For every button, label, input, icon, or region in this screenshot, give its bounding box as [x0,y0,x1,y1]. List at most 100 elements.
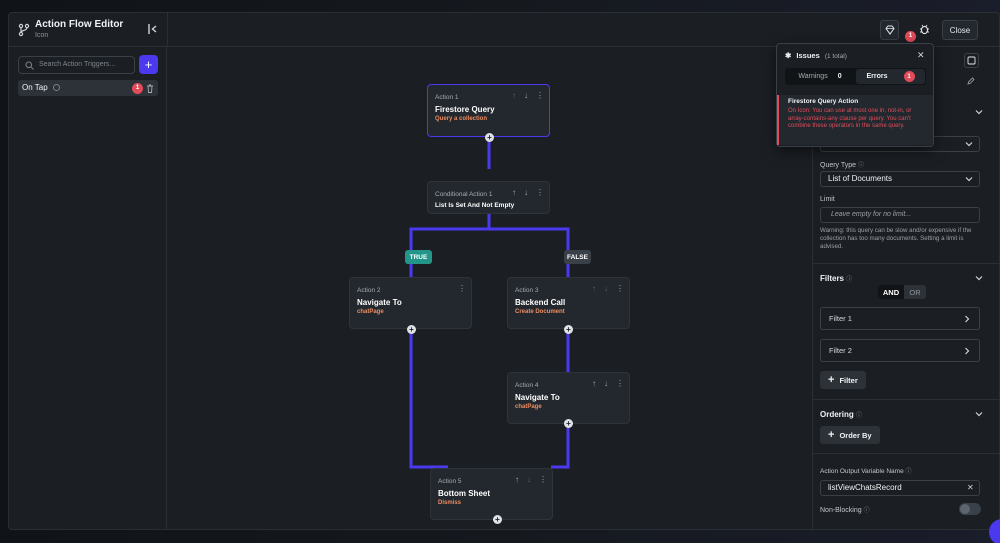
output-var-value: listViewChatsRecord [828,483,902,492]
output-var-label-text: Action Output Variable Name [820,468,904,475]
node-sub: Query a collection [435,116,488,122]
issues-popover: ✱ Issues (1 total) ✕ Warnings 0 Errors 1… [776,43,934,147]
node-name: Firestore Query [435,105,495,114]
info-icon: ⓘ [863,508,870,514]
trash-icon[interactable] [146,84,154,93]
issues-toggle[interactable]: 1 [905,24,929,42]
issues-header: ✱ Issues (1 total) [785,51,847,60]
node-label: Action 2 [357,287,381,294]
add-action-plus[interactable]: + [564,419,573,428]
query-type-select[interactable]: List of Documents [820,171,980,187]
chevron-down-icon [965,177,973,182]
arrow-down-icon[interactable]: ↓ [604,379,608,388]
error-item[interactable]: Firestore Query Action On Icon: You can … [777,95,933,145]
filter-row-1[interactable]: Filter 1 [820,307,980,330]
tab-errors[interactable]: Errors 1 [856,69,925,84]
arrow-down-icon[interactable]: ↓ [524,91,528,100]
toggle-knob [960,504,970,514]
more-vert-icon[interactable]: ⋮ [616,284,624,293]
non-blocking-label: Non-Blocking ⓘ [820,505,870,514]
add-filter-button[interactable]: + Filter [820,371,866,389]
chevron-down-icon[interactable] [975,108,983,116]
chevron-right-icon [965,347,970,355]
conditional-node-1[interactable]: Conditional Action 1 List Is Set And Not… [427,181,550,214]
search-triggers-input[interactable]: Search Action Triggers... [18,56,135,74]
issues-title: Issues [796,51,820,60]
action-node-4[interactable]: Action 4 Navigate To chatPage ↑ ↓ ⋮ [507,372,630,424]
node-label: Action 3 [515,287,539,294]
help-fab-button[interactable] [989,519,1000,543]
divider [813,399,999,400]
node-label: Action 1 [435,94,459,101]
arrow-up-icon[interactable]: ↑ [592,379,596,388]
doc-settings-button[interactable] [964,53,979,68]
node-name: List Is Set And Not Empty [435,202,515,209]
collapse-panel-icon[interactable] [147,23,159,35]
flow-canvas[interactable]: TRUE FALSE Action 1 Firestore Query Quer… [168,47,812,529]
node-label: Conditional Action 1 [435,191,493,198]
dialog-title: Action Flow Editor [35,19,124,30]
plus-icon: + [828,374,835,386]
filters-heading: Filters ⓘ [820,274,852,283]
more-vert-icon[interactable]: ⋮ [536,91,544,100]
search-placeholder: Search Action Triggers... [39,61,116,68]
arrow-up-icon: ↑ [592,284,596,293]
arrow-up-icon[interactable]: ↑ [512,188,516,197]
trigger-item-on-tap[interactable]: On Tap 1 [18,80,158,96]
close-button[interactable]: Close [942,20,978,40]
close-icon[interactable]: ✕ [967,483,974,492]
and-toggle[interactable]: AND [878,285,904,299]
gem-button[interactable] [880,20,899,40]
false-branch-label: FALSE [564,250,591,264]
tab-errors-label: Errors [866,73,888,80]
action-properties-panel: Query Type ⓘ List of Documents Limit Lea… [812,47,999,529]
chevron-down-icon [965,142,973,147]
node-name: Bottom Sheet [438,489,490,498]
order-by-button[interactable]: + Order By [820,426,880,444]
query-type-label: Query Type ⓘ [820,160,864,169]
action-node-5[interactable]: Action 5 Bottom Sheet Dismiss ↑ ↓ ⋮ [430,468,553,520]
chevron-down-icon[interactable] [975,410,983,418]
add-action-plus[interactable]: + [407,325,416,334]
chevron-down-icon[interactable] [975,274,983,282]
warnings-count: 0 [837,73,842,80]
output-var-input[interactable]: listViewChatsRecord ✕ [820,480,980,496]
order-by-label: Order By [839,430,872,440]
action-node-3[interactable]: Action 3 Backend Call Create Document ↑ … [507,277,630,329]
add-action-plus[interactable]: + [493,515,502,524]
arrow-up-icon[interactable]: ↑ [515,475,519,484]
add-action-plus[interactable]: + [485,133,494,142]
add-action-plus[interactable]: + [564,325,573,334]
action-node-2[interactable]: Action 2 Navigate To chatPage ⋮ [349,277,472,329]
issues-tabs: Warnings 0 Errors 1 [785,68,926,85]
node-sub: Dismiss [438,500,462,506]
node-name: Navigate To [515,393,560,402]
limit-warning: Warning: this query can be slow and/or e… [820,227,972,250]
more-vert-icon[interactable]: ⋮ [539,475,547,484]
edit-icon[interactable] [967,77,975,85]
arrow-up-icon: ↑ [512,91,516,100]
node-label: Action 4 [515,382,539,389]
non-blocking-toggle[interactable] [959,503,981,515]
info-icon: ⓘ [905,469,912,475]
more-vert-icon[interactable]: ⋮ [616,379,624,388]
more-vert-icon[interactable]: ⋮ [536,188,544,197]
or-toggle[interactable]: OR [904,285,926,299]
tab-warnings[interactable]: Warnings 0 [785,68,855,85]
query-type-label-text: Query Type [820,162,857,169]
action-node-1[interactable]: Action 1 Firestore Query Query a collect… [427,84,550,137]
filter-row-2[interactable]: Filter 2 [820,339,980,362]
node-name: Navigate To [357,298,402,307]
more-vert-icon[interactable]: ⋮ [458,284,466,293]
non-blocking-label-text: Non-Blocking [820,507,862,514]
arrow-down-icon[interactable]: ↓ [524,188,528,197]
node-sub: Create Document [515,309,565,315]
doc-settings-icon [967,56,976,65]
query-type-value: List of Documents [828,174,893,183]
filter-label: Filter 2 [829,346,852,355]
node-name: Backend Call [515,298,566,307]
add-trigger-button[interactable]: + [139,55,158,74]
limit-input[interactable]: Leave empty for no limit... [820,207,980,223]
close-icon[interactable]: ✕ [917,50,925,60]
info-icon: ⓘ [858,163,865,169]
